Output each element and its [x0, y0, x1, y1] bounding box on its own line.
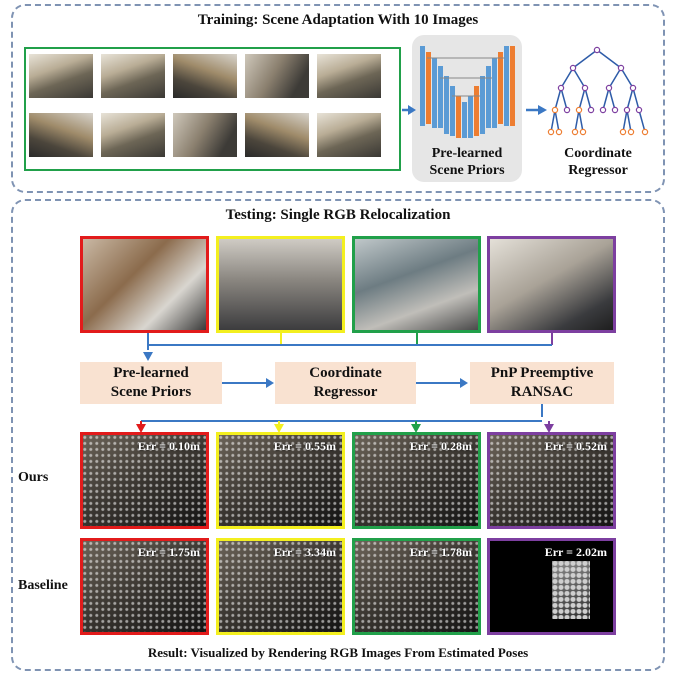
baseline-error-red: Err = 1.75m — [137, 545, 200, 559]
training-image — [100, 112, 166, 158]
testing-priors-box: Pre-learned Scene Priors — [80, 362, 222, 404]
training-image — [316, 112, 382, 158]
baseline-result-green: Err = 1.78m — [352, 538, 481, 635]
training-image — [244, 112, 310, 158]
training-image — [28, 53, 94, 99]
query-image-yellow — [216, 236, 345, 333]
ours-result-red: Err = 0.10m — [80, 432, 209, 529]
query-image-red — [80, 236, 209, 333]
training-image — [172, 53, 238, 99]
baseline-error-purple: Err = 2.02m — [544, 545, 607, 559]
ours-error-yellow: Err = 0.55m — [273, 439, 336, 453]
baseline-result-purple: Err = 2.02m — [487, 538, 616, 635]
regression-tree-icon — [550, 49, 646, 133]
training-image — [28, 112, 94, 158]
training-image — [100, 53, 166, 99]
baseline-error-yellow: Err = 3.34m — [273, 545, 336, 559]
ours-error-purple: Err = 0.52m — [544, 439, 607, 453]
query-image-purple — [487, 236, 616, 333]
training-image — [244, 53, 310, 99]
training-regressor-label: Coordinate Regressor — [564, 146, 632, 178]
baseline-error-green: Err = 1.78m — [409, 545, 472, 559]
training-panel — [11, 4, 665, 193]
result-caption: Result: Visualized by Rendering RGB Imag… — [147, 645, 529, 660]
ours-result-purple: Err = 0.52m — [487, 432, 616, 529]
ours-error-green: Err = 0.28m — [409, 439, 472, 453]
testing-panel — [11, 199, 665, 671]
sparse-pointcloud — [552, 561, 590, 619]
training-image — [316, 53, 382, 99]
testing-arrows — [141, 333, 553, 422]
ours-error-red: Err = 0.10m — [137, 439, 200, 453]
baseline-row-label: Baseline — [18, 578, 68, 593]
ours-result-green: Err = 0.28m — [352, 432, 481, 529]
arrow-heads — [136, 352, 554, 433]
training-priors-label: Pre-learned Scene Priors — [429, 146, 505, 178]
baseline-result-yellow: Err = 3.34m — [216, 538, 345, 635]
query-image-green — [352, 236, 481, 333]
training-image-grid — [24, 47, 401, 171]
baseline-result-red: Err = 1.75m — [80, 538, 209, 635]
ransac-box: PnP Preemptive RANSAC — [470, 362, 614, 404]
training-image — [172, 112, 238, 158]
ours-result-yellow: Err = 0.55m — [216, 432, 345, 529]
testing-regressor-box: Coordinate Regressor — [275, 362, 416, 404]
training-title: Training: Scene Adaptation With 10 Image… — [197, 12, 479, 28]
testing-title: Testing: Single RGB Relocalization — [225, 207, 451, 223]
training-arrows — [402, 105, 547, 115]
tree-nodes — [547, 46, 649, 136]
ours-row-label: Ours — [18, 470, 49, 485]
network-bars-icon — [420, 46, 515, 138]
